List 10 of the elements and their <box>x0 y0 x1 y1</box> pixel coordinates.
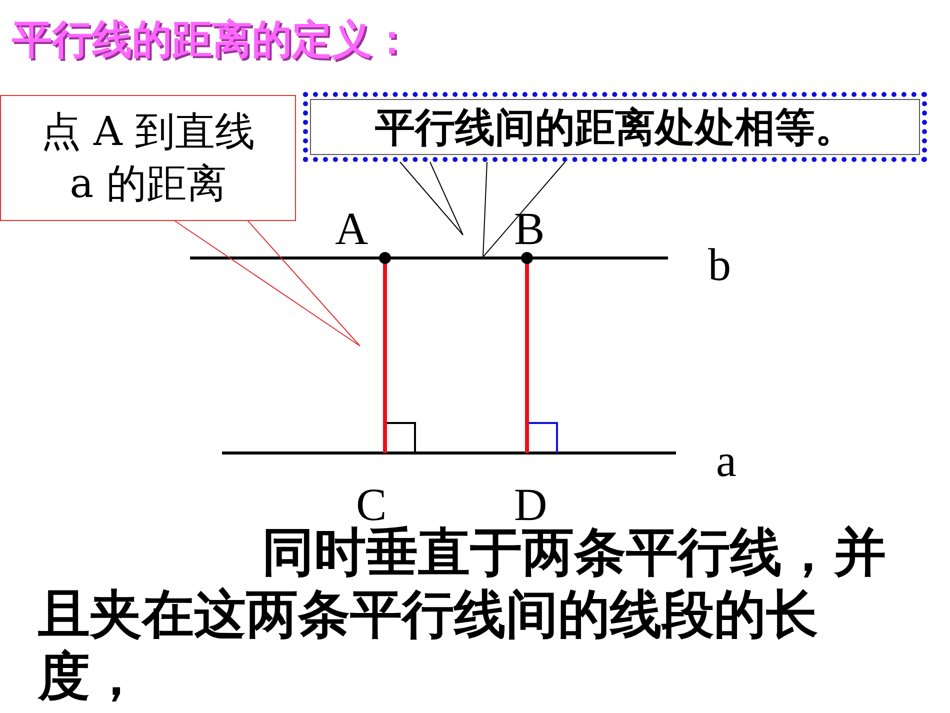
leader-line <box>174 220 360 346</box>
point-label: B <box>514 206 545 252</box>
leader-line <box>400 162 464 236</box>
point-label: a <box>716 438 736 484</box>
title: 平行线的距离的定义： <box>12 16 412 65</box>
callout-box: 点 A 到直线 a 的距离 <box>0 95 296 221</box>
leader-line <box>482 162 566 258</box>
point-label: A <box>335 206 368 252</box>
dotted-callout-box: 平行线间的距离处处相等。 <box>303 92 927 162</box>
point-label: b <box>708 242 731 288</box>
